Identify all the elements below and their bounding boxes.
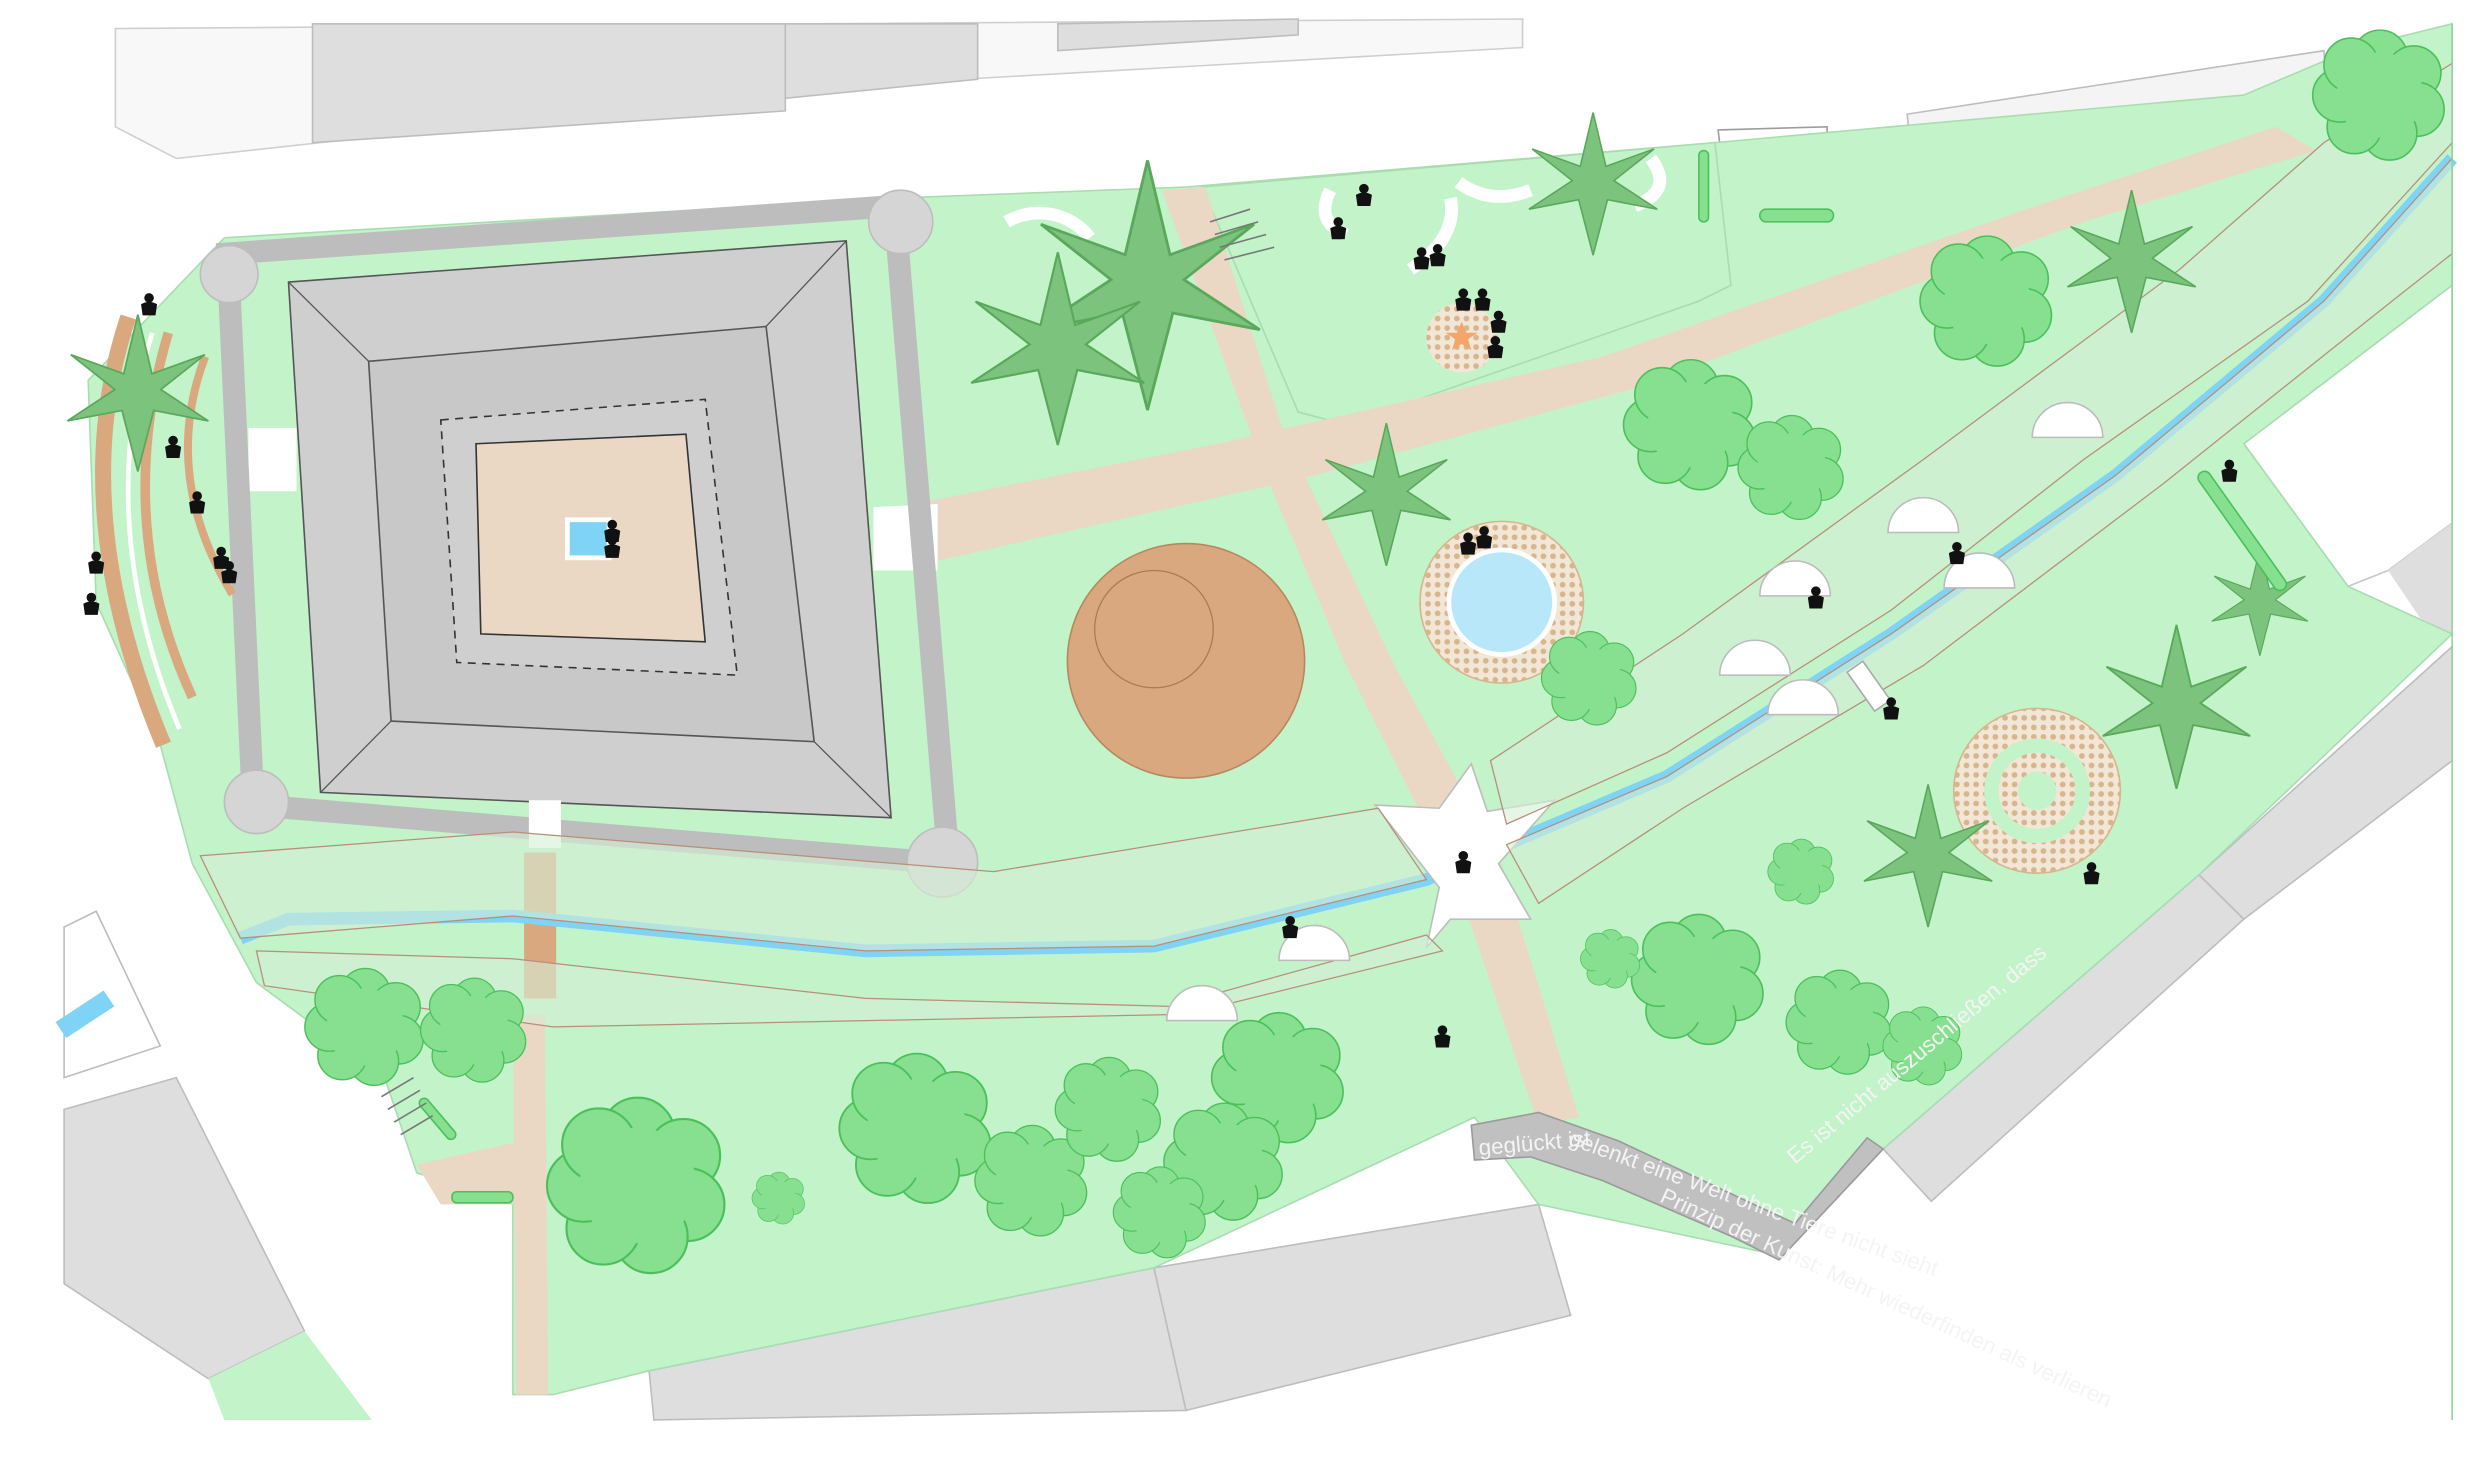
steps (381, 208, 1275, 1136)
fountain (1419, 520, 1585, 684)
central-pavilion (199, 189, 979, 999)
round-sand-court (1066, 542, 1306, 779)
circular-plaza (1952, 707, 2122, 874)
stream-terraces (199, 62, 2453, 1028)
hedges (418, 149, 2288, 1204)
fire-pit (1426, 288, 1507, 373)
wall-inscription-line2: Prinzip der Kunst: Mehr wiederfinden als… (1657, 1183, 2116, 1412)
